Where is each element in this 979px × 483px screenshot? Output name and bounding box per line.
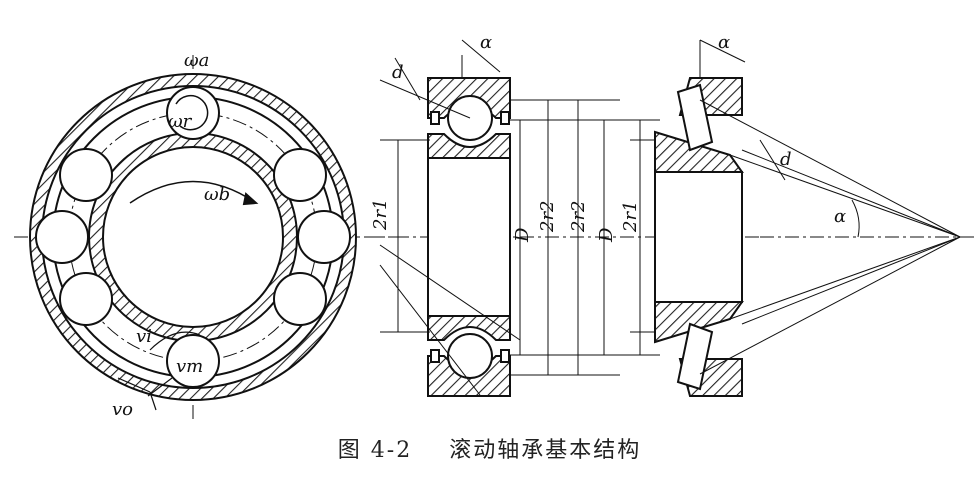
front-view: [14, 55, 400, 420]
label-v-o: vo: [112, 399, 133, 420]
label-v-i: vi: [136, 326, 152, 347]
label-alpha-right-top: α: [718, 32, 730, 53]
label-2r2-b: 2r2: [568, 200, 589, 233]
label-d-ball: d: [392, 62, 404, 83]
front-view-labels: ωa ωr ωb vi vm vo: [112, 50, 230, 420]
label-omega-a: ωa: [184, 50, 209, 71]
label-2r1-right: 2r1: [620, 200, 641, 233]
label-alpha-top: α: [480, 32, 492, 53]
figure-caption: 图 4-2 滚动轴承基本结构: [0, 432, 979, 464]
label-D-left: D: [512, 227, 533, 243]
label-D-right: D: [596, 227, 617, 243]
ball-bearing-section: [370, 39, 760, 397]
tapered-bearing-section: [620, 39, 975, 397]
label-omega-r: ωr: [168, 111, 193, 132]
ball-bearing-labels: d α 2r1 D 2r2 2r2 D: [370, 32, 617, 243]
tapered-bearing-labels: 2r1 α d α: [620, 32, 846, 233]
caption-title: 滚动轴承基本结构: [449, 438, 642, 463]
label-d-roller: d: [780, 149, 792, 170]
label-v-m: vm: [176, 356, 203, 377]
caption-number: 图 4-2: [337, 438, 413, 463]
label-omega-b: ωb: [204, 184, 230, 205]
label-alpha-cone: α: [834, 206, 846, 227]
label-2r2-a: 2r2: [537, 200, 558, 233]
label-2r1-left: 2r1: [370, 198, 391, 231]
